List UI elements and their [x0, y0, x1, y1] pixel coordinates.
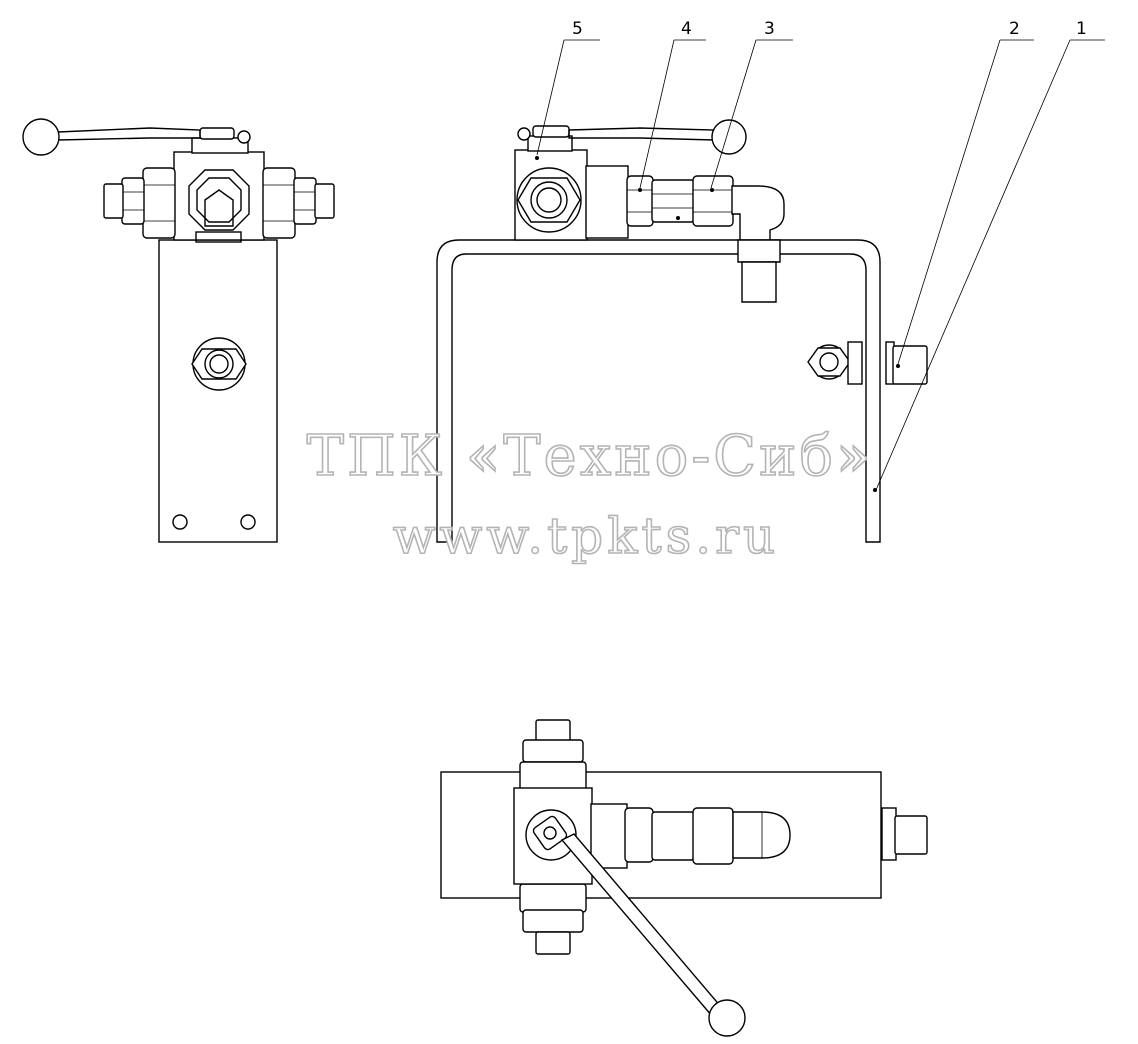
u-bracket — [436, 239, 881, 543]
top-valve-handle — [560, 833, 746, 1037]
callout-4: 4 — [681, 19, 692, 39]
top-mounting-plate — [440, 771, 882, 899]
right-side-fittings — [262, 167, 335, 239]
callout-3: 3 — [764, 19, 775, 39]
left-mounting-plate — [158, 239, 278, 543]
callout-1: 1 — [1076, 19, 1087, 39]
left-view — [22, 118, 335, 543]
left-valve-port — [188, 169, 250, 231]
watermark-company: ТПК «Техно-Сиб» — [307, 424, 874, 489]
top-horizontal-fittings — [624, 807, 928, 865]
bracket-side-fitting — [807, 341, 928, 385]
left-side-fittings — [103, 167, 176, 239]
left-valve-handle — [22, 118, 251, 156]
top-view — [440, 719, 928, 1037]
callout-5: 5 — [572, 19, 583, 39]
top-valve-stem — [525, 809, 577, 861]
top-vertical-fittings — [519, 719, 587, 955]
front-fitting-chain — [626, 175, 785, 303]
callout-leaders — [536, 39, 1105, 491]
front-valve-handle — [517, 119, 747, 155]
front-valve-port — [516, 167, 582, 233]
front-view — [436, 119, 928, 543]
watermark-url: www.tpkts.ru — [393, 507, 780, 565]
left-plate-hole-2 — [240, 514, 256, 530]
left-plate-fitting — [191, 337, 247, 391]
callout-2: 2 — [1009, 19, 1020, 39]
left-plate-hole-1 — [172, 514, 188, 530]
